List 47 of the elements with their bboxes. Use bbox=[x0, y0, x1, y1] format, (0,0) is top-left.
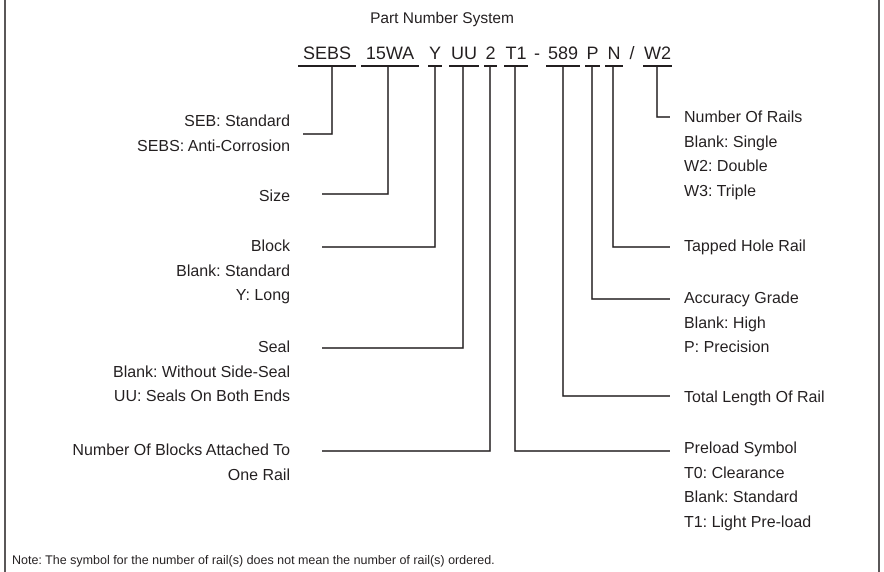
field-description: Blank: Standard bbox=[684, 488, 799, 508]
diagram-title: Part Number System bbox=[369, 10, 515, 28]
field-description: W3: Triple bbox=[684, 182, 758, 202]
field-description: SEBS: Anti-Corrosion bbox=[137, 136, 290, 156]
field-description: W2: Double bbox=[684, 157, 769, 177]
code-segment: SEBS bbox=[298, 41, 356, 67]
leader-line bbox=[322, 67, 436, 248]
field-description: Size bbox=[258, 187, 290, 207]
leader-line bbox=[612, 67, 670, 248]
leader-line bbox=[322, 67, 464, 349]
field-description: Blank: High bbox=[684, 314, 767, 334]
field-heading: Preload Symbol bbox=[684, 439, 798, 459]
leader-line bbox=[303, 67, 333, 135]
leader-line bbox=[591, 67, 670, 300]
code-segment: 2 bbox=[484, 41, 497, 67]
field-heading: Seal bbox=[256, 338, 290, 358]
code-segment: 15WA bbox=[361, 41, 419, 67]
field-description: Blank: Single bbox=[684, 132, 778, 152]
field-description: UU: Seals On Both Ends bbox=[113, 387, 290, 407]
code-segment: Y bbox=[428, 41, 442, 67]
field-description: Blank: Standard bbox=[176, 262, 290, 282]
separator-symbol: / bbox=[628, 42, 636, 65]
code-segment: W2 bbox=[643, 41, 672, 67]
leader-line bbox=[514, 67, 670, 452]
field-description: Total Length Of Rail bbox=[684, 388, 825, 408]
field-description: Y: Long bbox=[234, 286, 290, 306]
code-segment: N bbox=[605, 41, 623, 67]
footnote: Note: The symbol for the number of rail(s) does not mean the number of rail(s) ordered. bbox=[12, 553, 495, 567]
code-segment: P bbox=[585, 41, 600, 67]
code-segment: 589 bbox=[546, 41, 580, 67]
leader-line bbox=[322, 67, 491, 452]
leader-line bbox=[322, 67, 389, 195]
field-description: Number Of Blocks Attached To One Rail bbox=[71, 441, 290, 486]
code-segment: T1 bbox=[504, 41, 528, 67]
field-heading: Number Of Rails bbox=[684, 108, 802, 128]
field-heading: SEB: Standard bbox=[183, 112, 290, 132]
field-heading: Accuracy Grade bbox=[684, 289, 799, 309]
field-description: T1: Light Pre-load bbox=[684, 512, 812, 532]
code-segment: UU bbox=[449, 41, 479, 67]
leader-line bbox=[656, 67, 670, 118]
field-description: P: Precision bbox=[684, 338, 770, 358]
field-description: Tapped Hole Rail bbox=[684, 237, 806, 257]
field-heading: Block bbox=[250, 237, 290, 257]
separator-symbol: - bbox=[533, 42, 541, 65]
leader-line bbox=[562, 67, 670, 397]
field-description: T0: Clearance bbox=[684, 464, 786, 484]
field-description: Blank: Without Side-Seal bbox=[113, 362, 290, 382]
